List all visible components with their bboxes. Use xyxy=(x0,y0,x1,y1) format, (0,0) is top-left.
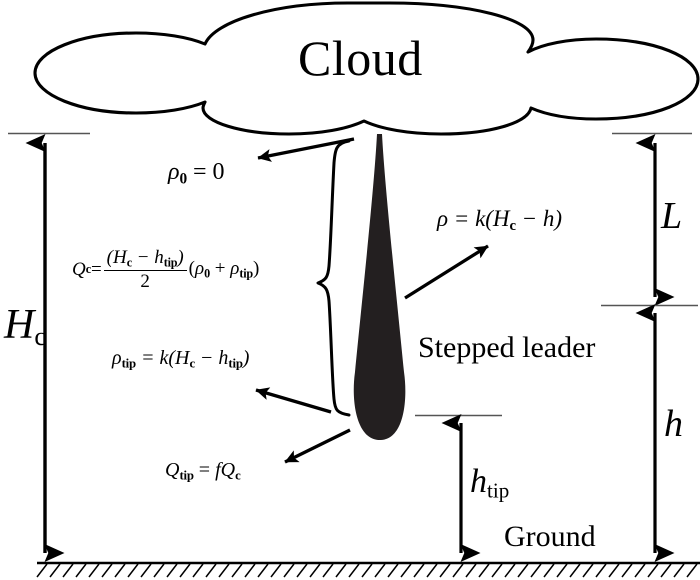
rhotip-hc-subscript: c xyxy=(189,356,195,371)
l-label: L xyxy=(661,195,683,237)
qtip-factor-f: f xyxy=(215,459,221,481)
rho-hc-subscript: c xyxy=(509,218,517,235)
qtip-subscript: tip xyxy=(179,468,194,483)
rhotip-subscript: tip xyxy=(121,356,137,371)
qc-fraction: (Hc − htip) 2 xyxy=(103,248,187,293)
rhotip-h-subscript: tip xyxy=(228,356,243,371)
rho0-relation: = 0 xyxy=(187,159,225,185)
qc-factor-plus: + xyxy=(210,258,231,280)
rho-tail: − h) xyxy=(515,206,563,231)
qc-subscript: c xyxy=(85,262,91,277)
leader-extent-brace xyxy=(316,139,351,417)
rhotip-mid: − h xyxy=(194,347,229,369)
qc-denominator: 2 xyxy=(140,271,150,293)
rho0-subscript: 0 xyxy=(179,170,188,188)
htip-dimension xyxy=(415,414,502,562)
rho-tip-pointer-arrow xyxy=(255,387,332,414)
hc-label: Hc xyxy=(4,304,46,350)
qc-factor-open: ( xyxy=(188,258,195,280)
qc-factor-close: ) xyxy=(252,258,260,280)
qc-factor-sub1: 0 xyxy=(204,266,211,281)
qc-num-close: ) xyxy=(177,247,184,268)
hc-symbol: H xyxy=(4,302,35,348)
cloud-label: Cloud xyxy=(298,30,423,86)
rho-tip-equation: ρtip = k(Hc − htip) xyxy=(112,348,249,370)
rho-symbol: ρ xyxy=(437,206,449,231)
qtip-qc-symbol: Q xyxy=(220,459,236,481)
h-dimension xyxy=(601,304,698,562)
rho-profile-equation: ρ = k(Hc − h) xyxy=(437,207,562,234)
ground-label: Ground xyxy=(504,520,596,553)
rhotip-tail: ) xyxy=(242,347,250,369)
rhotip-symbol: ρ xyxy=(112,347,122,369)
hc-subscript: c xyxy=(34,321,46,351)
htip-symbol: h xyxy=(470,463,487,500)
qc-num-sub1: c xyxy=(126,255,132,270)
rhotip-relation: = k(H xyxy=(135,347,190,369)
qc-relation: = xyxy=(90,259,102,281)
stepped-leader-channel xyxy=(353,134,406,440)
qc-num-mid: − h xyxy=(131,247,164,268)
qc-factor-rho1: ρ xyxy=(195,258,205,280)
qc-symbol: Q xyxy=(72,259,86,281)
stepped-leader-label: Stepped leader xyxy=(418,331,596,364)
qc-factor-sub2: tip xyxy=(239,266,253,281)
l-dimension xyxy=(612,132,692,306)
ground-line xyxy=(36,561,700,578)
h-label: h xyxy=(664,403,683,445)
htip-label: htip xyxy=(470,465,509,502)
q-tip-pointer-arrow xyxy=(284,428,351,464)
qc-num-sub2: tip xyxy=(163,255,178,270)
q-tip-equation: Qtip = fQc xyxy=(165,460,241,482)
qc-factor: (ρ0 + ρtip) xyxy=(189,259,260,280)
rho-profile-pointer-arrow xyxy=(404,244,489,300)
rho0-symbol: ρ xyxy=(168,159,180,185)
hc-dimension xyxy=(8,132,90,562)
qc-fraction-bar xyxy=(103,269,187,272)
qc-factor-rho2: ρ xyxy=(230,258,240,280)
rho0-pointer-arrow xyxy=(257,137,355,162)
qtip-relation: = xyxy=(193,459,216,481)
cloud-shape xyxy=(33,1,700,136)
qc-numerator: (Hc − htip) xyxy=(104,248,187,270)
htip-subscript: tip xyxy=(487,478,510,503)
rho0-equation: ρ0 = 0 xyxy=(168,160,225,187)
qtip-qc-subscript: c xyxy=(235,468,241,483)
rho-relation: = k(H xyxy=(448,206,510,231)
qc-num-open: (H xyxy=(106,247,127,268)
qtip-symbol: Q xyxy=(165,459,180,481)
